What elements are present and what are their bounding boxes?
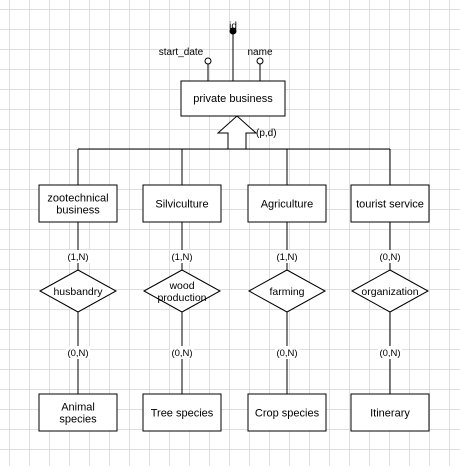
relationship-farming[interactable] [247, 269, 327, 313]
target-entity-1[interactable] [38, 393, 118, 432]
entity-label-1-line-1: zootechnical [47, 193, 108, 205]
cardinality-bottom-2: (0,N) [171, 348, 192, 359]
cardinality-bottom-2-bg [170, 346, 194, 359]
cardinality-top-1: (1,N) [67, 252, 88, 263]
cardinality-top-4: (0,N) [379, 252, 400, 263]
cardinality-bottom-4: (0,N) [379, 348, 400, 359]
target-entity-label-3-line-1: Crop species [255, 408, 320, 420]
cardinality-top-3-bg [275, 250, 299, 263]
target-entity-label-1-line-2: species [59, 414, 97, 426]
cardinality-top-2: (1,N) [171, 252, 192, 263]
entity-label-private-business: private business [193, 93, 273, 105]
relationship-label-2-line-2: production [157, 292, 206, 304]
relationship-label-1-line-1: husbandry [53, 286, 103, 298]
cardinality-bottom-3-bg [275, 346, 299, 359]
cardinality-bottom-1-bg [66, 346, 90, 359]
identifier-marker-id[interactable] [229, 27, 237, 35]
target-entity-4[interactable] [350, 393, 430, 432]
attribute-marker-name[interactable] [256, 57, 264, 65]
relationship-label-3-line-1: farming [269, 286, 304, 298]
cardinality-top-3: (1,N) [276, 252, 297, 263]
entity-2[interactable] [142, 184, 222, 223]
entity-label-3-line-1: Agriculture [261, 199, 314, 211]
attribute-marker-start-date[interactable] [204, 57, 212, 65]
attribute-label-name: name [247, 47, 272, 58]
relationship-label-2-line-1: wood [168, 280, 194, 292]
entity-1[interactable] [38, 184, 118, 223]
generalization-arrow [216, 115, 258, 150]
entity-label-1-line-2: business [56, 205, 100, 217]
entity-label-2-line-1: Silviculture [155, 199, 208, 211]
target-entity-3[interactable] [247, 393, 327, 432]
cardinality-top-2-bg [170, 250, 194, 263]
cardinality-top-1-bg [66, 250, 90, 263]
generalization-coverage-label: (p,d) [256, 128, 277, 139]
entity-3[interactable] [247, 184, 327, 223]
attribute-label-start-date: start_date [159, 47, 204, 58]
cardinality-bottom-1: (0,N) [67, 348, 88, 359]
cardinality-top-4-bg [378, 250, 402, 263]
relationship-organization[interactable] [350, 269, 430, 313]
target-entity-2[interactable] [142, 393, 222, 432]
attribute-label-id: id [229, 21, 237, 32]
relationship-husbandry[interactable] [38, 269, 118, 313]
entity-4[interactable] [350, 184, 430, 223]
entity-label-4-line-1: tourist service [356, 199, 424, 211]
target-entity-label-1-line-1: Animal [61, 402, 95, 414]
cardinality-bottom-3: (0,N) [276, 348, 297, 359]
target-entity-label-4-line-1: Itinerary [370, 408, 410, 420]
relationship-wood-production[interactable] [142, 269, 222, 313]
cardinality-bottom-4-bg [378, 346, 402, 359]
entity-private-business[interactable] [180, 80, 286, 117]
relationship-label-4-line-1: organization [361, 286, 418, 298]
target-entity-label-2-line-1: Tree species [151, 408, 214, 420]
